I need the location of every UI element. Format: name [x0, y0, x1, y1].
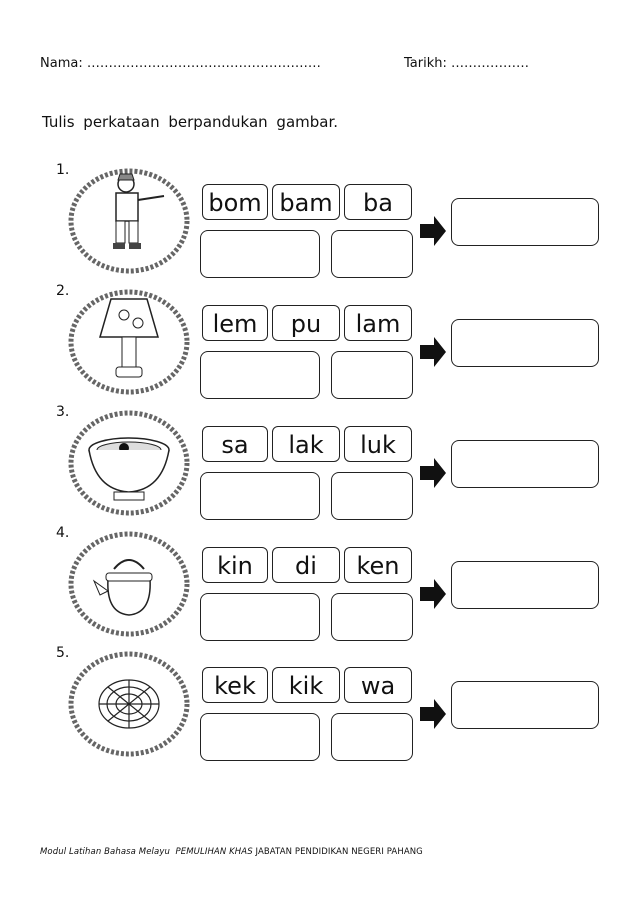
item-number: 5. — [56, 645, 70, 661]
syllable-answer-box[interactable] — [200, 230, 320, 278]
syllable-answer-box[interactable] — [331, 230, 413, 278]
syllable-tile: ba — [344, 184, 412, 220]
syllable-answer-box[interactable] — [331, 351, 413, 399]
exercise-row-4: 4. kin di ken — [0, 525, 638, 643]
syllable-tile: lak — [272, 426, 340, 462]
item-number: 1. — [56, 162, 70, 178]
exercise-row-3: 3. sa lak luk — [0, 404, 638, 522]
syllable-tile: luk — [344, 426, 412, 462]
syllable-tile: pu — [272, 305, 340, 341]
word-answer-box[interactable] — [451, 198, 599, 246]
syllable-tile: ken — [344, 547, 412, 583]
exercise-row-5: 5. kek kik wa — [0, 645, 638, 763]
word-answer-box[interactable] — [451, 681, 599, 729]
name-field[interactable]: Nama: ……………………………………………… — [40, 56, 321, 71]
item-number: 4. — [56, 525, 70, 541]
syllable-answer-box[interactable] — [331, 593, 413, 641]
item-number: 3. — [56, 404, 70, 420]
syllable-tile: kik — [272, 667, 340, 703]
firefighter-icon — [68, 168, 190, 274]
arrow-right-icon — [420, 337, 446, 367]
syllable-tile: sa — [202, 426, 268, 462]
word-answer-box[interactable] — [451, 561, 599, 609]
word-answer-box[interactable] — [451, 319, 599, 367]
syllable-answer-box[interactable] — [331, 472, 413, 520]
footer: Modul Latihan Bahasa Melayu PEMULIHAN KH… — [40, 847, 423, 857]
syllable-answer-box[interactable] — [200, 713, 320, 761]
syllable-tile: di — [272, 547, 340, 583]
instruction-text: Tulis perkataan berpandukan gambar. — [42, 113, 339, 131]
word-answer-box[interactable] — [451, 440, 599, 488]
item-number: 2. — [56, 283, 70, 299]
flower-icon — [68, 651, 190, 757]
footer-program: PEMULIHAN KHAS — [175, 847, 253, 857]
syllable-answer-box[interactable] — [331, 713, 413, 761]
arrow-right-icon — [420, 579, 446, 609]
soup-bowl-icon — [68, 410, 190, 516]
syllable-answer-box[interactable] — [200, 472, 320, 520]
exercise-row-1: 1. bom bam ba — [0, 162, 638, 280]
syllable-tile: bom — [202, 184, 268, 220]
lamp-icon — [68, 289, 190, 395]
syllable-answer-box[interactable] — [200, 351, 320, 399]
arrow-right-icon — [420, 216, 446, 246]
syllable-tile: lem — [202, 305, 268, 341]
footer-module: Modul Latihan Bahasa Melayu — [40, 847, 170, 857]
date-field[interactable]: Tarikh: ……………… — [404, 56, 529, 71]
syllable-tile: lam — [344, 305, 412, 341]
syllable-answer-box[interactable] — [200, 593, 320, 641]
exercise-row-2: 2. lem pu lam — [0, 283, 638, 401]
footer-department: JABATAN PENDIDIKAN NEGERI PAHANG — [255, 847, 423, 857]
arrow-right-icon — [420, 458, 446, 488]
arrow-right-icon — [420, 699, 446, 729]
syllable-tile: bam — [272, 184, 340, 220]
syllable-tile: wa — [344, 667, 412, 703]
syllable-tile: kin — [202, 547, 268, 583]
syllable-tile: kek — [202, 667, 268, 703]
kettle-icon — [68, 531, 190, 637]
